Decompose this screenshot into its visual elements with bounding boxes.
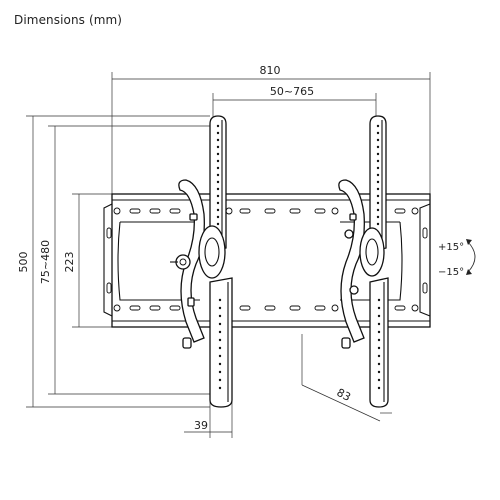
tilt-up-arrow-icon bbox=[466, 239, 472, 245]
dim-depth: 83 bbox=[301, 334, 392, 422]
dim-arm-width-label: 39 bbox=[194, 419, 208, 432]
right-arm bbox=[338, 115, 389, 408]
dim-total-height: 500 bbox=[17, 115, 210, 408]
dim-vesa-width: 50~765 bbox=[212, 85, 377, 118]
dim-vesa-height-label: 75~480 bbox=[39, 240, 52, 284]
dim-plate-height-label: 223 bbox=[63, 252, 76, 273]
dim-total-height-label: 500 bbox=[17, 252, 30, 273]
dim-vesa-height: 75~480 bbox=[39, 125, 210, 395]
dim-total-width-label: 810 bbox=[260, 64, 281, 77]
dim-plate-height: 223 bbox=[63, 193, 112, 328]
dim-arm-width: 39 bbox=[184, 400, 233, 438]
left-arm bbox=[170, 115, 233, 408]
tilt-up-label: +15° bbox=[438, 242, 464, 253]
tilt-down-arrow-icon bbox=[466, 269, 472, 275]
dim-depth-label: 83 bbox=[334, 386, 352, 404]
tilt-down-label: −15° bbox=[438, 267, 464, 278]
diagram-title: Dimensions (mm) bbox=[14, 13, 123, 27]
tilt-indicator: +15° −15° bbox=[438, 239, 476, 278]
dim-vesa-width-label: 50~765 bbox=[270, 85, 314, 98]
dim-total-width: 810 bbox=[111, 64, 431, 194]
